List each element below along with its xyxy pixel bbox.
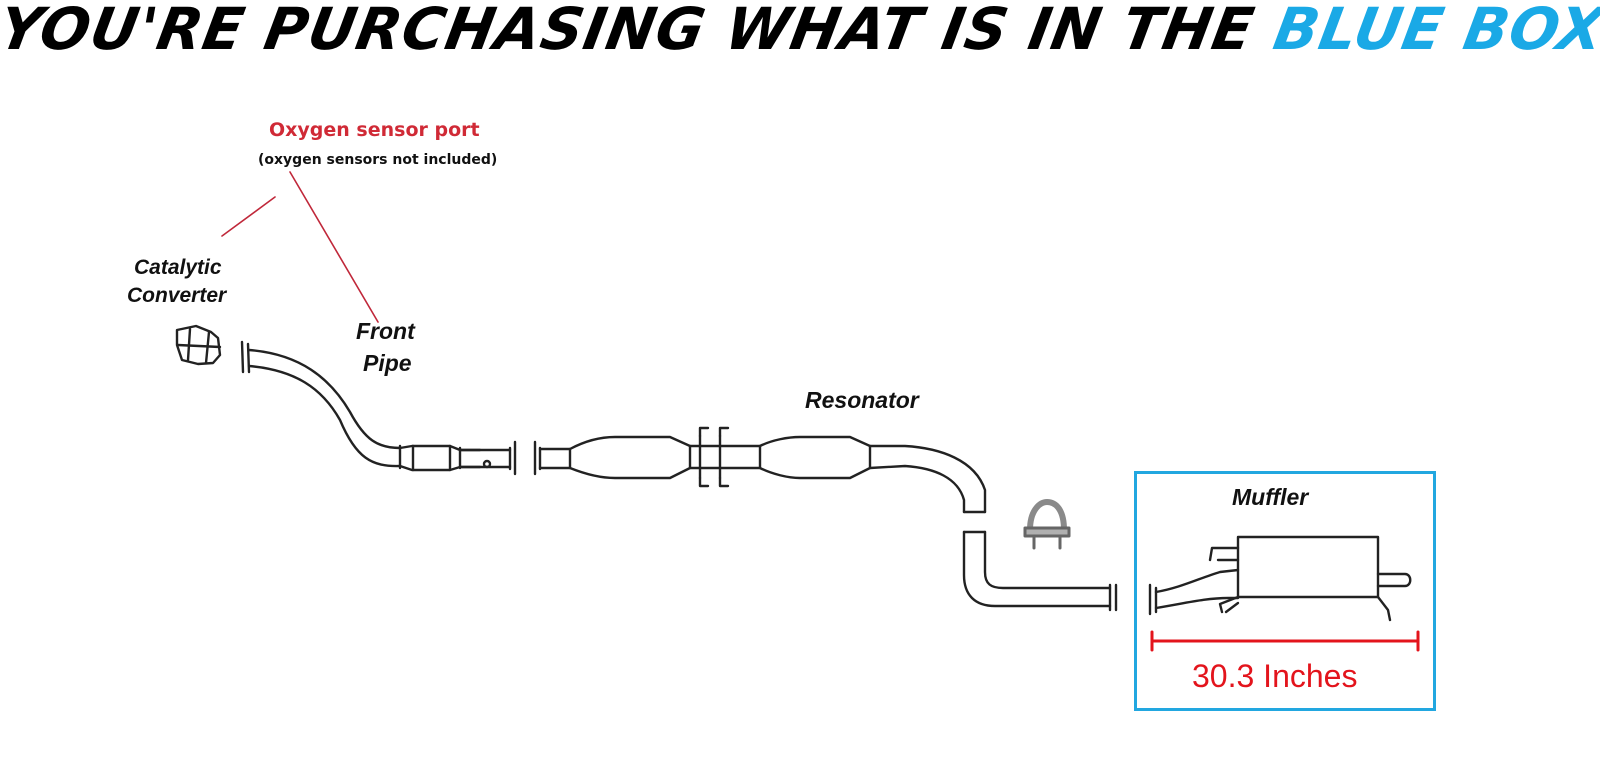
blue-box-highlight xyxy=(1134,471,1436,711)
resonator-part xyxy=(533,426,987,514)
front-pipe-label-line2: Pipe xyxy=(363,350,412,376)
sensor-pointer-lines xyxy=(221,171,379,323)
exhaust-clamp-part xyxy=(1023,499,1071,550)
front-pipe-label-line1: Front xyxy=(356,318,415,344)
resonator-label: Resonator xyxy=(805,387,919,413)
oxygen-sensor-subtitle: (oxygen sensors not included) xyxy=(258,152,498,168)
catalytic-converter-label-line1: Catalytic xyxy=(134,256,222,279)
dimension-line xyxy=(1150,630,1420,652)
muffler-part xyxy=(1148,535,1412,622)
measurement-label: 30.3 Inches xyxy=(1192,658,1358,694)
catalytic-converter-label-line2: Converter xyxy=(127,284,227,307)
muffler-label: Muffler xyxy=(1232,484,1309,510)
front-pipe-part xyxy=(240,340,517,476)
tail-pipe-part xyxy=(962,530,1118,612)
oxygen-sensor-title: Oxygen sensor port xyxy=(269,119,480,141)
catalytic-converter-part xyxy=(175,324,222,366)
